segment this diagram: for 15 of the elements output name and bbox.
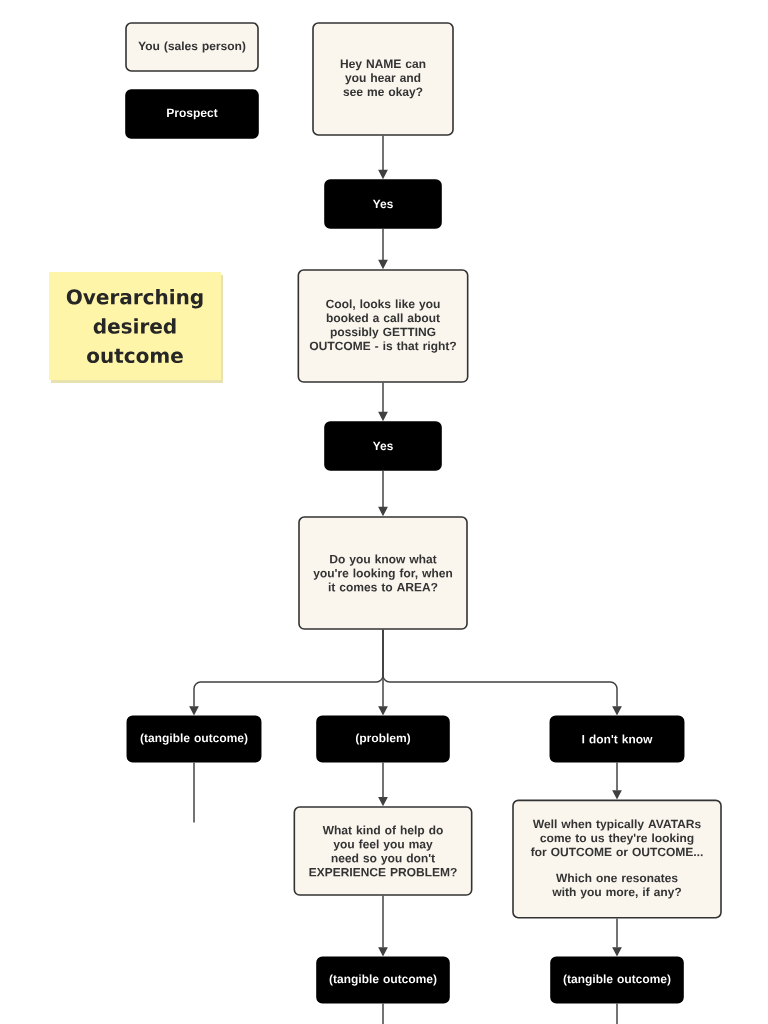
- answer-box: (problem): [316, 715, 450, 763]
- answer-box: Yes: [324, 421, 442, 471]
- question-box: Well when typically AVATARs come to us they're looking for OUTCOME or OUTCOME... Which one resonates with you more, if any?: [512, 799, 722, 919]
- answer-box: (tangible outcome): [550, 956, 684, 1004]
- question-box: Hey NAME can you hear and see me okay?: [312, 22, 454, 136]
- question-box: What kind of help do you feel you may need so you don't EXPERIENCE PROBLEM?: [293, 806, 473, 896]
- key-box: Prospect: [125, 89, 259, 139]
- key-box: You (sales person): [125, 22, 259, 72]
- question-box: Do you know what you're looking for, when it comes to AREA?: [298, 516, 468, 630]
- answer-box: I don't know: [549, 715, 685, 763]
- question-box: Cool, looks like you booked a call about possibly GETTING OUTCOME - is that right?: [297, 269, 469, 383]
- sticky-note: Overarching desired outcome: [49, 272, 221, 380]
- answer-box: (tangible outcome): [316, 956, 450, 1004]
- answer-box: (tangible outcome): [126, 715, 262, 763]
- answer-box: Yes: [324, 179, 442, 229]
